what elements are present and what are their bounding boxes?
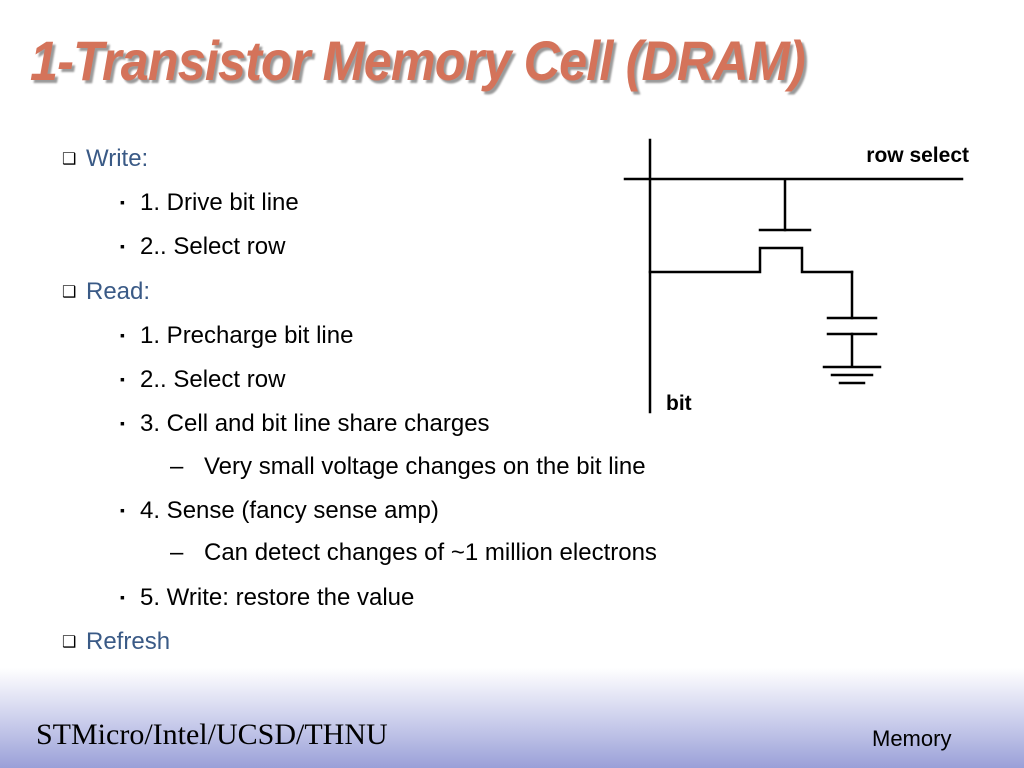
slide-title: 1-Transistor Memory Cell (DRAM) xyxy=(30,29,806,92)
bit-label: bit xyxy=(666,392,692,415)
footer-bar: STMicro/Intel/UCSD/THNU Memory xyxy=(0,668,1024,768)
transistor-channel xyxy=(648,246,854,274)
row-select-label: row select xyxy=(866,144,969,167)
footer-credits: STMicro/Intel/UCSD/THNU xyxy=(36,718,388,751)
footer-topic: Memory xyxy=(872,726,952,751)
